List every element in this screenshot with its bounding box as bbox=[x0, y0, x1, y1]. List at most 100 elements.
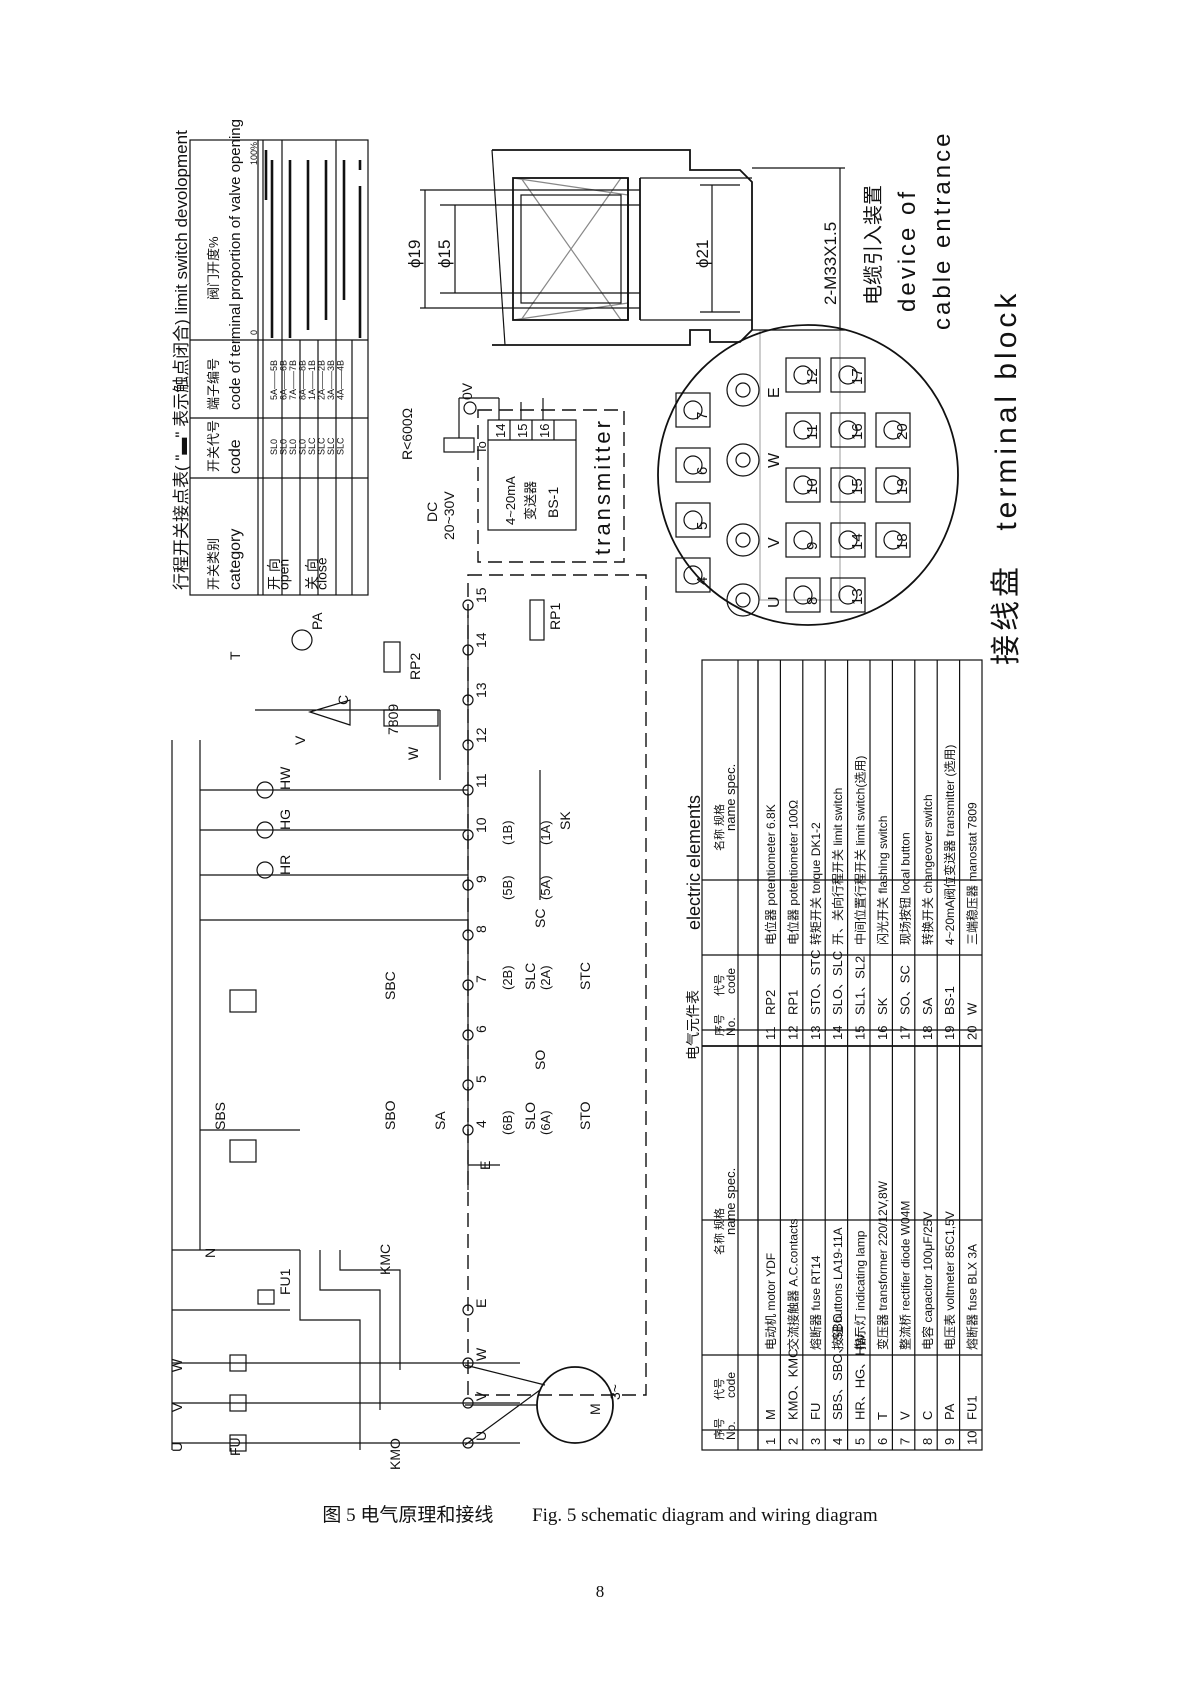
ls-terminal: 7A——7B bbox=[288, 360, 298, 400]
sbc-label: SBC bbox=[382, 971, 398, 1000]
element-row-lines bbox=[757, 660, 961, 1450]
element-code: BS-1 bbox=[942, 986, 957, 1015]
caption-en: Fig. 5 schematic diagram and wiring diag… bbox=[532, 1505, 878, 1526]
contact-code: (1B) bbox=[500, 820, 515, 845]
rectifier-label: V bbox=[292, 735, 308, 745]
terminal-frame bbox=[875, 412, 911, 448]
limit-switch-rows: 开 向SL05A——5BopenSL06A——6BSL07A——7BSL08A—… bbox=[266, 360, 346, 590]
schematic-terminal-label: W bbox=[473, 1347, 489, 1361]
transmitter-r-label: R<600Ω bbox=[399, 408, 415, 460]
element-no: 16 bbox=[875, 1026, 890, 1040]
terminal-frame bbox=[830, 577, 866, 613]
ls-category: 关 向 bbox=[304, 558, 320, 590]
header-name-zh: 名称 规格 bbox=[712, 804, 726, 851]
terminal-screw bbox=[683, 565, 703, 585]
schematic-terminal bbox=[462, 644, 474, 656]
terminal-number: 20 bbox=[894, 423, 911, 440]
transmitter-box-line2: 变送器 bbox=[523, 481, 538, 520]
element-code: SL1、SL2 bbox=[853, 956, 868, 1015]
element-code: KMO、KMC bbox=[785, 1348, 800, 1420]
element-name: 电动机 motor YDF bbox=[764, 1253, 778, 1350]
terminal-number: 17 bbox=[849, 368, 866, 385]
element-no: 2 bbox=[785, 1438, 800, 1445]
terminal-block-title: 接线盘 terminal block bbox=[990, 290, 1023, 665]
p0-label: 0 bbox=[249, 330, 259, 335]
ls-terminal: 4A——4B bbox=[336, 360, 346, 400]
ls-code: SLC bbox=[317, 437, 327, 455]
terminal-header-zh: 端子编号 bbox=[206, 358, 221, 410]
terminal-frame bbox=[675, 447, 711, 483]
schematic-terminal-label: 14 bbox=[473, 632, 489, 648]
rp2-label: RP2 bbox=[407, 653, 423, 680]
header-no-en: No. bbox=[724, 1017, 738, 1036]
element-no: 4 bbox=[830, 1438, 845, 1445]
element-no: 6 bbox=[875, 1438, 890, 1445]
diameter-21: ϕ21 bbox=[693, 240, 712, 268]
fuse-label: FU bbox=[227, 1437, 243, 1456]
terminal-screw bbox=[838, 420, 858, 440]
phase-screw bbox=[735, 452, 751, 468]
schematic-terminal bbox=[462, 879, 474, 891]
phase-label: U bbox=[766, 596, 783, 608]
schematic-terminal-label: 4 bbox=[473, 1120, 489, 1128]
transmitter-supply-range: 20~30V bbox=[441, 491, 457, 540]
ls-terminal: 5A——5B bbox=[269, 360, 279, 400]
schematic-terminal-label: E bbox=[473, 1299, 489, 1308]
terminal-frame bbox=[875, 522, 911, 558]
proportion-header-en: proportion of valve opening bbox=[227, 119, 244, 300]
motor-label: M bbox=[587, 1403, 603, 1415]
terminal-frame bbox=[830, 522, 866, 558]
schematic-terminal-label: 7 bbox=[473, 975, 489, 983]
cable-entrance-en2: cable entrance bbox=[929, 131, 956, 330]
terminal-screw bbox=[838, 530, 858, 550]
ls-code: SLC bbox=[336, 437, 346, 455]
ls-code: SL0 bbox=[269, 439, 279, 455]
slc-label: SLC bbox=[522, 963, 538, 990]
cable-entrance-zh: 电缆引入装置 bbox=[862, 185, 885, 305]
terminal-number: 7 bbox=[694, 412, 711, 420]
element-name: 中间位置行程开关 limit switch(选用) bbox=[853, 756, 868, 945]
diameter-19: ϕ19 bbox=[405, 240, 424, 268]
cable-entrance-en1: device of bbox=[894, 189, 921, 312]
element-no: 1 bbox=[763, 1438, 778, 1445]
regulator-w: W bbox=[405, 746, 421, 760]
category-header-en: category bbox=[227, 529, 244, 590]
proportion-header-zh: 阀门开度% bbox=[206, 236, 221, 300]
page-number: 8 bbox=[595, 1582, 605, 1601]
pa-label: PA bbox=[309, 612, 325, 630]
element-code: FU bbox=[808, 1403, 823, 1420]
terminal-screw bbox=[793, 585, 813, 605]
element-name: 现场按钮 local button bbox=[897, 832, 912, 945]
ls-code: SL0 bbox=[288, 439, 298, 455]
element-name: 变压器 transformer 220/12V,8W bbox=[875, 1180, 890, 1350]
terminal-number: 4 bbox=[694, 577, 711, 585]
terminal-frame bbox=[830, 412, 866, 448]
phase-terminal bbox=[726, 523, 760, 557]
ls-category: open bbox=[276, 559, 292, 590]
schematic-terminal-label: 15 bbox=[473, 587, 489, 603]
element-code: PA bbox=[942, 1403, 957, 1420]
limit-switch-title: 行程开关接点表( "▬" 表示触点闭合) limit switch devolo… bbox=[172, 130, 191, 590]
contact-code: (2B) bbox=[500, 965, 515, 990]
terminal-number: 12 bbox=[804, 368, 821, 385]
rp1-label: RP1 bbox=[547, 603, 563, 630]
terminal-number: 19 bbox=[894, 478, 911, 495]
element-code: SLO、SLC bbox=[830, 951, 845, 1015]
transmitter-title: transmitter bbox=[590, 418, 615, 555]
transmitter-dc: DC bbox=[424, 502, 440, 522]
terminal-frame bbox=[785, 522, 821, 558]
fuse1-label: FU1 bbox=[277, 1268, 293, 1295]
element-code: M bbox=[763, 1409, 778, 1420]
element-name: 整流桥 rectifier diode W04M bbox=[897, 1201, 912, 1350]
terminal-screw bbox=[883, 530, 903, 550]
terminal-number: 11 bbox=[804, 424, 821, 440]
terminal-frame bbox=[785, 467, 821, 503]
terminal-frame bbox=[875, 467, 911, 503]
ls-code: SL0 bbox=[298, 439, 308, 455]
element-code: RP1 bbox=[785, 990, 800, 1015]
diameter-15: ϕ15 bbox=[435, 240, 454, 268]
element-code: V bbox=[897, 1411, 912, 1420]
